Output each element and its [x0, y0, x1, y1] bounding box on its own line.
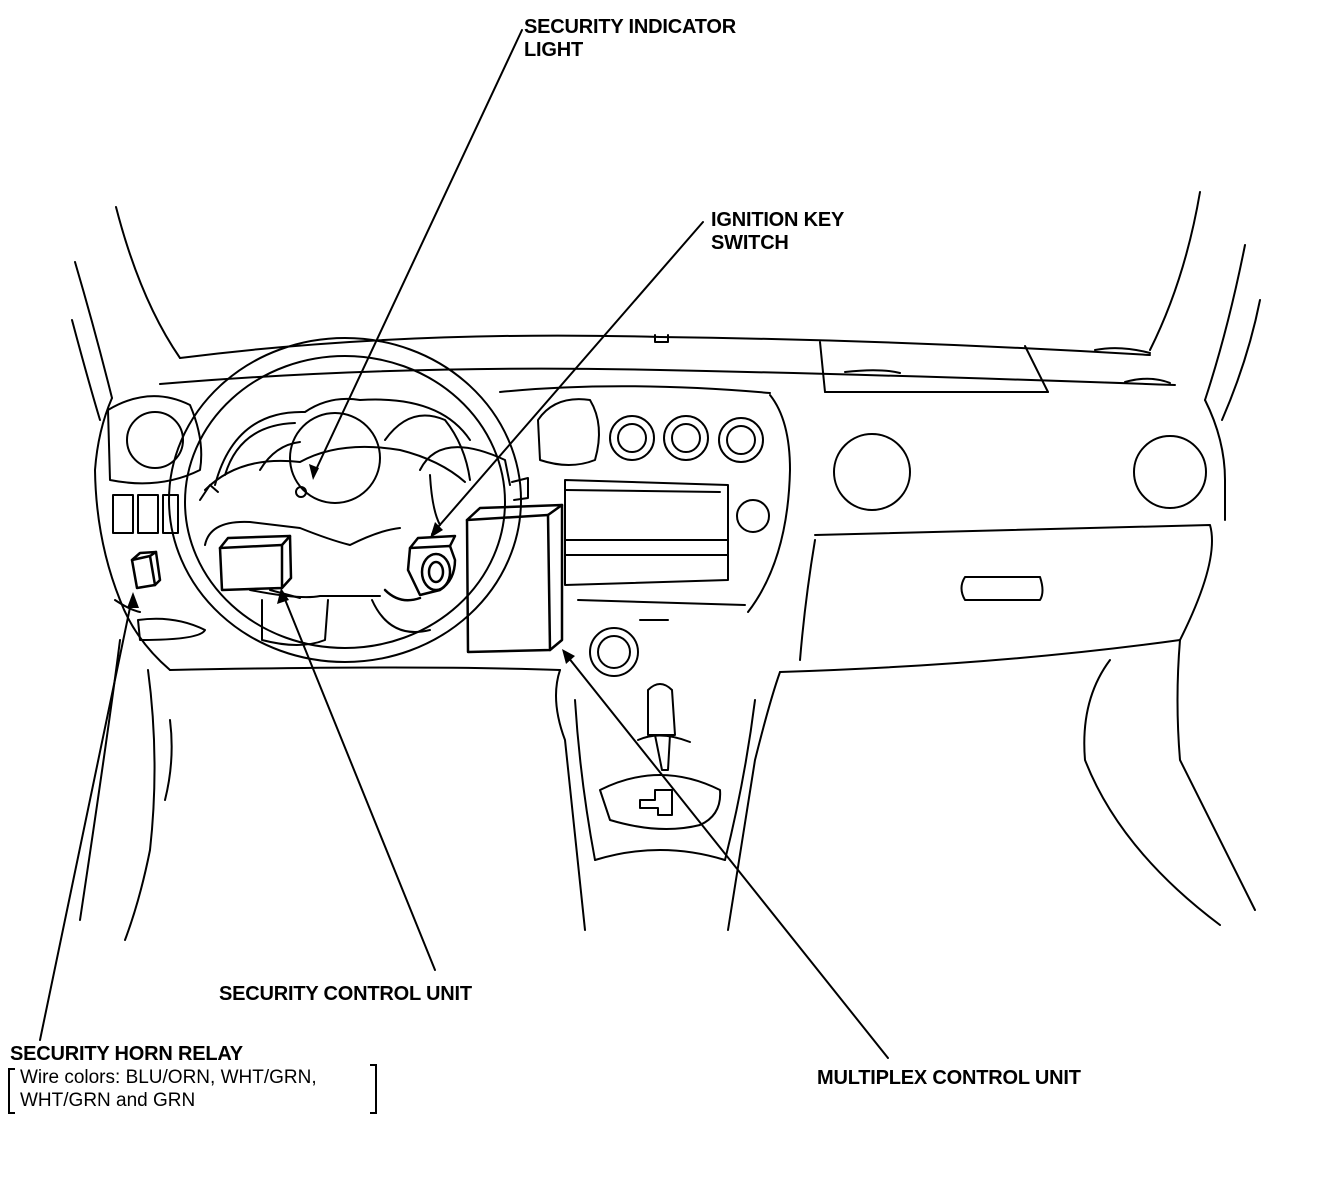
- arrowhead-ignition-key-switch: [430, 522, 443, 538]
- ignition-key-switch-line2: SWITCH: [711, 232, 789, 254]
- security-indicator-light-line1: SECURITY INDICATOR: [524, 16, 736, 38]
- interior-side-panels: [79, 639, 1256, 941]
- leader-security-control-unit: [281, 591, 436, 971]
- ignition-key-switch-label: IGNITION KEY SWITCH: [711, 209, 844, 255]
- arrowhead-security-indicator-light: [309, 464, 319, 480]
- ignition-key-switch-part: [383, 534, 457, 602]
- left-side-vents: [107, 395, 203, 534]
- multiplex-control-unit-label: MULTIPLEX CONTROL UNIT: [817, 1067, 1081, 1089]
- center-vents: [499, 385, 791, 613]
- arrowhead-security-control-unit: [277, 588, 289, 604]
- leader-security-indicator-light: [312, 29, 523, 477]
- security-indicator-light-label: SECURITY INDICATOR LIGHT: [524, 16, 736, 62]
- wire-colors-note: Wire colors: BLU/ORN, WHT/GRN, WHT/GRN a…: [20, 1066, 317, 1112]
- multiplex-control-unit-part: [465, 503, 564, 654]
- arrowhead-security-horn-relay: [127, 592, 139, 608]
- passenger-dashboard: [799, 369, 1213, 661]
- security-horn-relay-part: [130, 550, 162, 590]
- leader-security-horn-relay: [39, 597, 133, 1041]
- security-indicator-light-line2: LIGHT: [524, 39, 583, 61]
- wire-colors-line2: WHT/GRN and GRN: [20, 1090, 196, 1111]
- instrument-cluster: [259, 412, 471, 526]
- wire-colors-line1: Wire colors: BLU/ORN, WHT/GRN,: [20, 1067, 317, 1088]
- arrowhead-multiplex-control-unit: [562, 649, 575, 664]
- dashboard-outline: [94, 334, 1226, 931]
- ignition-key-switch-line1: IGNITION KEY: [711, 209, 845, 231]
- leader-ignition-key-switch: [431, 221, 704, 535]
- security-control-unit-part: [218, 534, 293, 592]
- leader-lines: [39, 29, 889, 1059]
- leader-multiplex-control-unit: [563, 651, 889, 1059]
- shift-console: [594, 683, 726, 861]
- steering-wheel: [168, 337, 529, 663]
- wire-colors-bracket-left: [8, 1068, 15, 1114]
- security-control-unit-label: SECURITY CONTROL UNIT: [219, 983, 472, 1005]
- wire-colors-bracket-right: [370, 1064, 377, 1114]
- center-audio-panel: [564, 479, 746, 677]
- windshield-pillars: [71, 191, 1261, 421]
- arrow-heads: [127, 464, 575, 664]
- security-horn-relay-label: SECURITY HORN RELAY: [10, 1043, 243, 1065]
